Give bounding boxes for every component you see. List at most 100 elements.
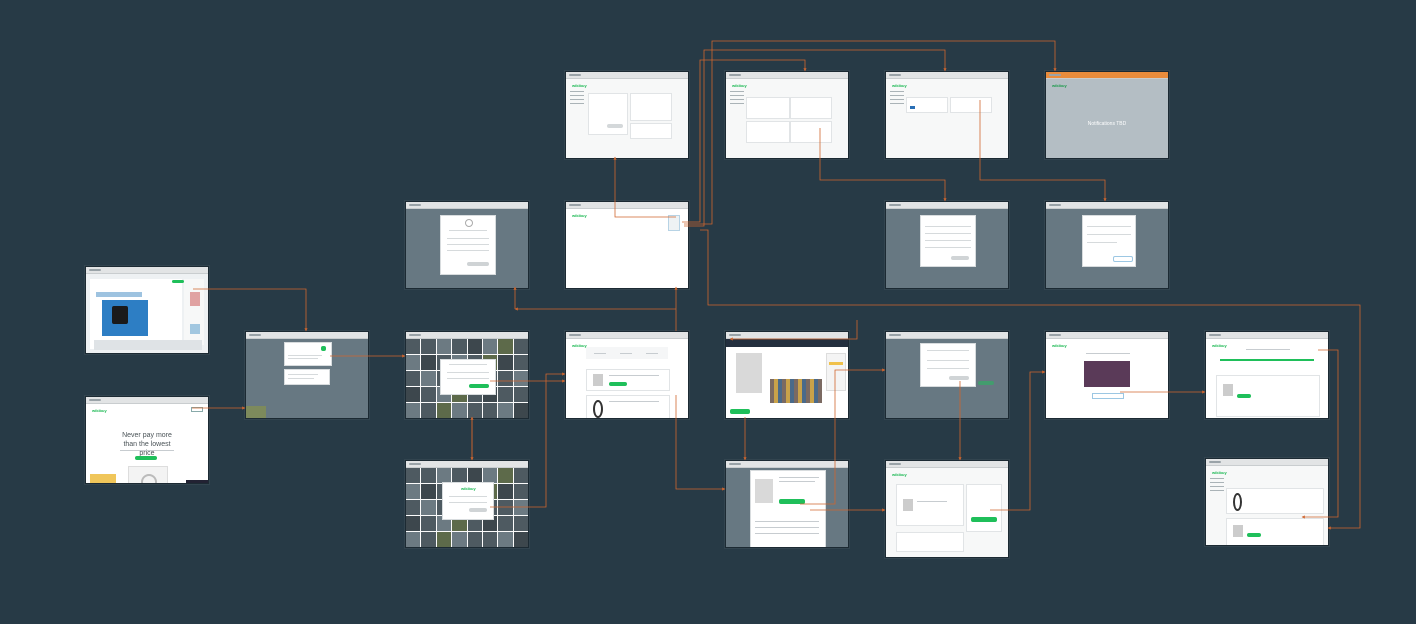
order-success-screen[interactable]: wikibuy	[1045, 331, 1169, 419]
order-summary-card[interactable]	[896, 484, 964, 526]
address-card[interactable]	[746, 121, 790, 143]
order-history-screen[interactable]: wikibuy	[1205, 458, 1329, 546]
dimmed-product-image	[246, 406, 266, 418]
order-card[interactable]	[1216, 375, 1320, 417]
add-address-card[interactable]	[790, 97, 832, 119]
order-tracking-screen[interactable]: wikibuy	[1205, 331, 1329, 419]
signup-modal[interactable]	[440, 359, 496, 395]
signin-button[interactable]	[949, 376, 969, 380]
account-payment-screen[interactable]: wikibuy	[885, 71, 1009, 159]
install-prompt[interactable]	[284, 369, 330, 385]
login-modal[interactable]: wikibuy	[442, 482, 494, 520]
address-card[interactable]	[790, 121, 832, 143]
password-field	[449, 502, 487, 503]
browser-chrome	[406, 461, 528, 468]
view-order-button[interactable]	[1237, 394, 1251, 398]
edit-address-modal[interactable]	[920, 215, 976, 267]
address-card[interactable]	[746, 97, 790, 119]
settings-nav[interactable]	[570, 91, 584, 107]
celebration-video[interactable]	[1084, 361, 1130, 387]
create-account-modal[interactable]	[440, 215, 496, 275]
prompt-line	[288, 374, 318, 375]
tracking-title	[1246, 349, 1290, 350]
profile-card[interactable]	[588, 93, 628, 135]
save-address-button[interactable]	[951, 256, 969, 260]
buy-box[interactable]	[826, 353, 846, 391]
avatar-icon	[465, 219, 473, 227]
order-card[interactable]	[1226, 488, 1324, 514]
wikibuy-logo: wikibuy	[461, 486, 476, 491]
guarantee-row	[896, 532, 964, 552]
add-to-cart-button[interactable]	[829, 362, 843, 365]
wikibuy-price-button[interactable]	[730, 409, 750, 414]
dimmed-cta	[978, 381, 994, 385]
edit-address-modal-screen[interactable]	[885, 201, 1009, 289]
sidebar-ads	[184, 279, 204, 345]
article-banner	[96, 292, 142, 297]
subhead-line	[120, 450, 174, 451]
save-card-button[interactable]	[1113, 256, 1133, 262]
view-deal-button[interactable]	[609, 382, 627, 386]
signup-modal-screen[interactable]	[405, 331, 529, 419]
login-button[interactable]	[191, 407, 203, 412]
retailer-product-screen[interactable]	[725, 331, 849, 419]
order-card[interactable]	[1226, 518, 1324, 545]
account-addresses-screen[interactable]: wikibuy	[725, 71, 849, 159]
signin-modal[interactable]	[920, 343, 976, 387]
email-field	[927, 360, 969, 361]
landing-headline: Never pay more than the lowest price	[122, 432, 172, 457]
install-modal-screen[interactable]	[245, 331, 369, 419]
landing-page-screen[interactable]: wikibuy Never pay more than the lowest p…	[85, 396, 209, 484]
product-title	[779, 481, 815, 482]
deal-card[interactable]	[586, 369, 670, 391]
edit-card-modal[interactable]	[1082, 215, 1136, 267]
signup-button[interactable]	[469, 384, 489, 388]
signin-to-buy-screen[interactable]	[885, 331, 1009, 419]
connected-card[interactable]	[630, 123, 672, 139]
login-button[interactable]	[469, 508, 487, 512]
password-card[interactable]	[630, 93, 672, 121]
color-swatches[interactable]	[770, 379, 822, 403]
extension-popup[interactable]	[284, 342, 332, 366]
wikibuy-logo: wikibuy	[572, 213, 587, 218]
fitness-band-icon	[1233, 493, 1242, 511]
dashboard-savings-screen[interactable]: wikibuy	[565, 331, 689, 419]
account-profile-screen[interactable]: wikibuy	[565, 71, 689, 159]
reorder-button[interactable]	[1247, 533, 1261, 537]
ad-thumb-2	[190, 324, 200, 334]
settings-nav[interactable]	[730, 91, 744, 107]
browser-chrome	[886, 202, 1008, 209]
field-line	[1087, 242, 1117, 243]
buy-with-wikibuy-button[interactable]	[779, 499, 805, 504]
deal-card[interactable]	[586, 395, 670, 418]
place-order-button[interactable]	[971, 517, 997, 522]
browser-chrome	[726, 72, 848, 79]
checkout-review-screen[interactable]: wikibuy	[885, 460, 1009, 558]
add-card[interactable]	[950, 97, 992, 113]
extension-button[interactable]	[172, 280, 184, 283]
notifications-tbd-screen[interactable]: wikibuy Notifications TBD	[1045, 71, 1169, 159]
product-compare-modal[interactable]	[750, 470, 826, 547]
settings-nav[interactable]	[1210, 478, 1224, 494]
browser-chrome	[886, 461, 1008, 468]
save-button[interactable]	[607, 124, 623, 128]
payment-card[interactable]	[906, 97, 948, 113]
wikibuy-logo: wikibuy	[732, 83, 747, 88]
browser-chrome	[1206, 459, 1328, 466]
login-modal-screen[interactable]: wikibuy	[405, 460, 529, 548]
wikibuy-logo: wikibuy	[892, 83, 907, 88]
dashboard-empty-screen[interactable]: wikibuy	[565, 201, 689, 289]
create-account-modal-screen[interactable]	[405, 201, 529, 289]
account-dropdown[interactable]	[668, 215, 680, 231]
stat-1	[594, 353, 606, 354]
browser-chrome	[1206, 332, 1328, 339]
payment-summary[interactable]	[966, 484, 1002, 532]
track-order-button[interactable]	[1092, 393, 1124, 399]
create-account-button[interactable]	[467, 262, 489, 266]
edit-card-modal-screen[interactable]	[1045, 201, 1169, 289]
install-cta-button[interactable]	[135, 456, 157, 460]
browser-extension-screen[interactable]	[85, 266, 209, 354]
product-compare-modal-screen[interactable]	[725, 460, 849, 548]
settings-nav[interactable]	[890, 91, 904, 107]
